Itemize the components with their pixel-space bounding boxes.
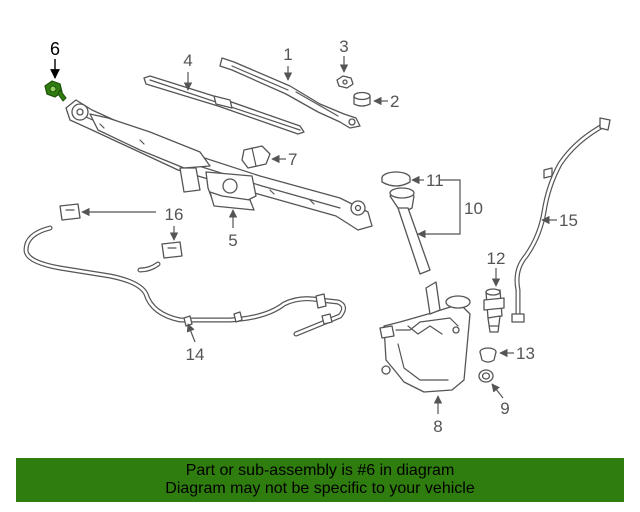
clip-part-16-a[interactable] [59,203,81,221]
callout-10[interactable]: 10 [464,199,483,218]
callout-6[interactable]: 6 [50,39,60,59]
wiper-linkage-part-5[interactable] [65,99,373,231]
callout-5[interactable]: 5 [228,231,237,250]
reservoir-cap-part-11[interactable] [381,171,411,187]
grommet-part-7[interactable] [241,145,271,169]
leader-14 [186,323,196,343]
washer-reservoir-part-8[interactable] [379,281,471,393]
callout-3[interactable]: 3 [339,37,348,56]
washer-pump-part-12[interactable] [483,288,505,333]
callout-4[interactable]: 4 [183,51,192,70]
parts-diagram: 1 2 3 4 5 6 [23,37,611,436]
filler-neck-part-10[interactable] [389,187,431,275]
banner-line-1: Part or sub-assembly is #6 in diagram [185,462,455,479]
callout-8[interactable]: 8 [433,417,442,436]
leader-9 [491,383,504,399]
arm-cap-part-2[interactable] [353,91,371,107]
callout-2[interactable]: 2 [390,92,399,111]
callout-13[interactable]: 13 [516,344,535,363]
callout-12[interactable]: 12 [487,249,506,268]
wiper-arm-part-1[interactable] [219,57,361,129]
info-banner: Part or sub-assembly is #6 in diagram Di… [16,458,624,502]
callout-15[interactable]: 15 [559,211,578,230]
callout-14[interactable]: 14 [186,345,205,364]
seal-part-9[interactable] [478,369,494,383]
callout-1[interactable]: 1 [283,45,292,64]
callout-11[interactable]: 11 [426,171,444,190]
clip-part-16-b[interactable] [161,241,183,259]
bracket-10 [440,179,461,235]
nut-part-3[interactable] [336,75,354,89]
banner-line-2: Diagram may not be specific to your vehi… [165,480,475,497]
pump-grommet-part-13[interactable] [479,347,497,363]
callout-7[interactable]: 7 [288,150,297,169]
nut-part-6-highlighted[interactable] [44,80,67,102]
callout-16[interactable]: 16 [165,205,184,224]
washer-hose-part-14[interactable] [23,225,346,337]
callout-9[interactable]: 9 [500,399,509,418]
rear-washer-hose-part-15[interactable] [511,117,611,323]
